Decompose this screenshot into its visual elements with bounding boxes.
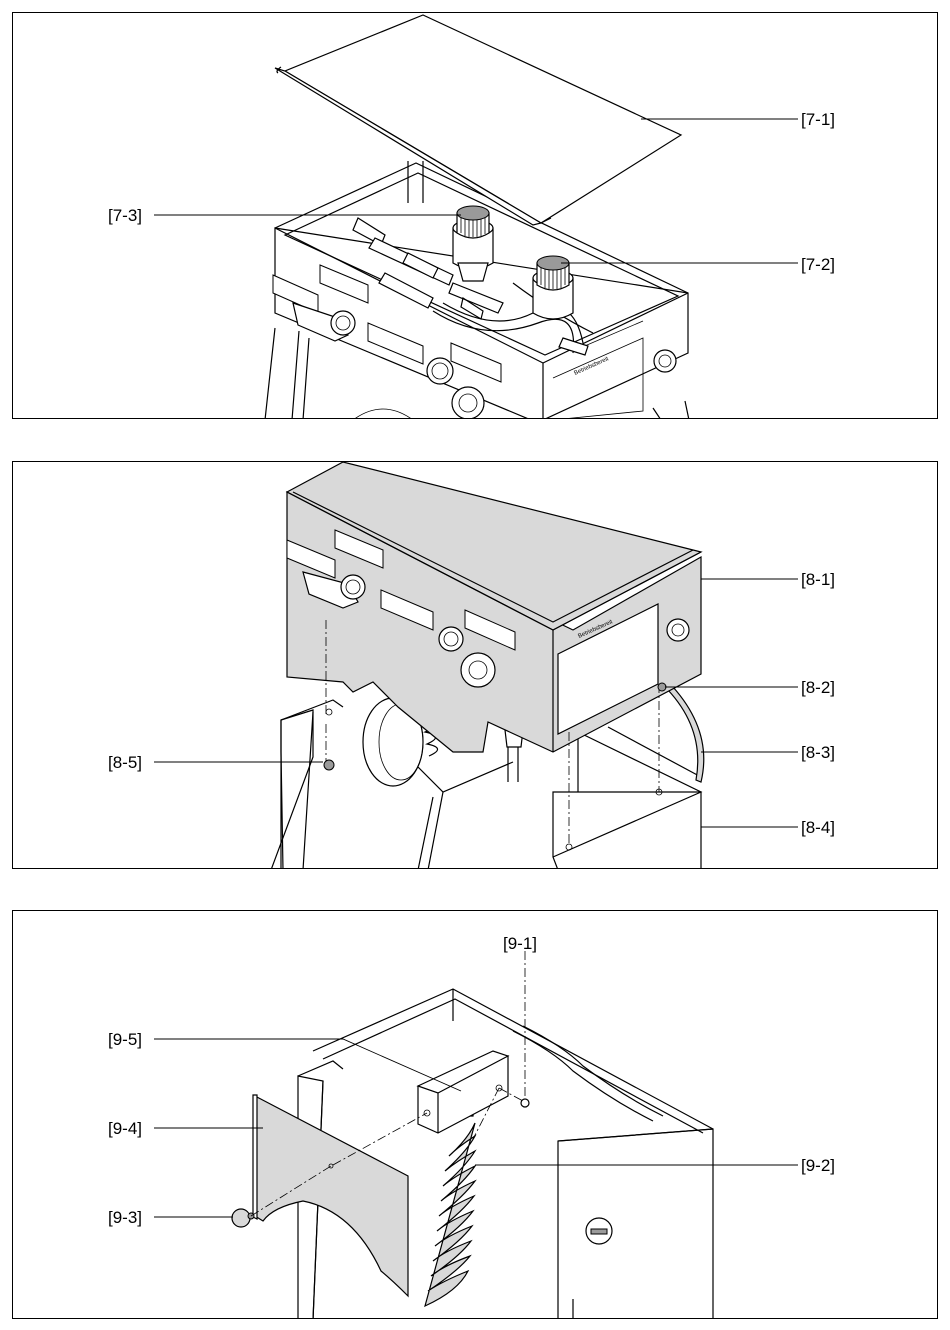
figure-9-drawing: [9-1] [9-2] [9-3] [9-4] [9-5] (13, 911, 938, 1319)
figure-9-panel: [9-1] [9-2] [9-3] [9-4] [9-5] (12, 910, 938, 1319)
callout-9-3: [9-3] (108, 1208, 142, 1227)
callout-8-3: [8-3] (801, 743, 835, 762)
callout-9-1: [9-1] (503, 934, 537, 953)
callout-7-3: [7-3] (108, 206, 142, 225)
gauge-front (427, 358, 453, 384)
figure-8-drawing: Betriebsbereit [8-1] [8-2] [8-3] (13, 462, 938, 869)
screw-9-1 (521, 1099, 529, 1107)
callout-9-2: [9-2] (801, 1156, 835, 1175)
callout-7-1: [7-1] (801, 110, 835, 129)
callout-9-4: [9-4] (108, 1119, 142, 1138)
housing-lid-7-1 (275, 15, 681, 225)
side-connector (654, 350, 676, 372)
callout-9-5: [9-5] (108, 1030, 142, 1049)
callout-8-1: [8-1] (801, 570, 835, 589)
screw-9-3 (232, 1209, 250, 1227)
callout-8-4: [8-4] (801, 818, 835, 837)
push-button (452, 387, 484, 419)
stand-leg-right (653, 401, 689, 419)
callout-8-5: [8-5] (108, 753, 142, 772)
sensor-block-9-5 (418, 1051, 508, 1133)
callout-8-2: [8-2] (801, 678, 835, 697)
cover-plate-9-4 (253, 1095, 408, 1296)
fan-hint (353, 409, 413, 419)
figure-7-drawing: Betriebsbereit (13, 13, 938, 419)
stand-leg-left (265, 328, 309, 419)
figure-7-panel: Betriebsbereit (12, 12, 938, 419)
control-housing-8-1: Betriebsbereit (287, 462, 701, 752)
figure-8-panel: Betriebsbereit [8-1] [8-2] [8-3] (12, 461, 938, 869)
callout-7-2: [7-2] (801, 255, 835, 274)
pressure-regulator-7-2 (533, 256, 573, 319)
